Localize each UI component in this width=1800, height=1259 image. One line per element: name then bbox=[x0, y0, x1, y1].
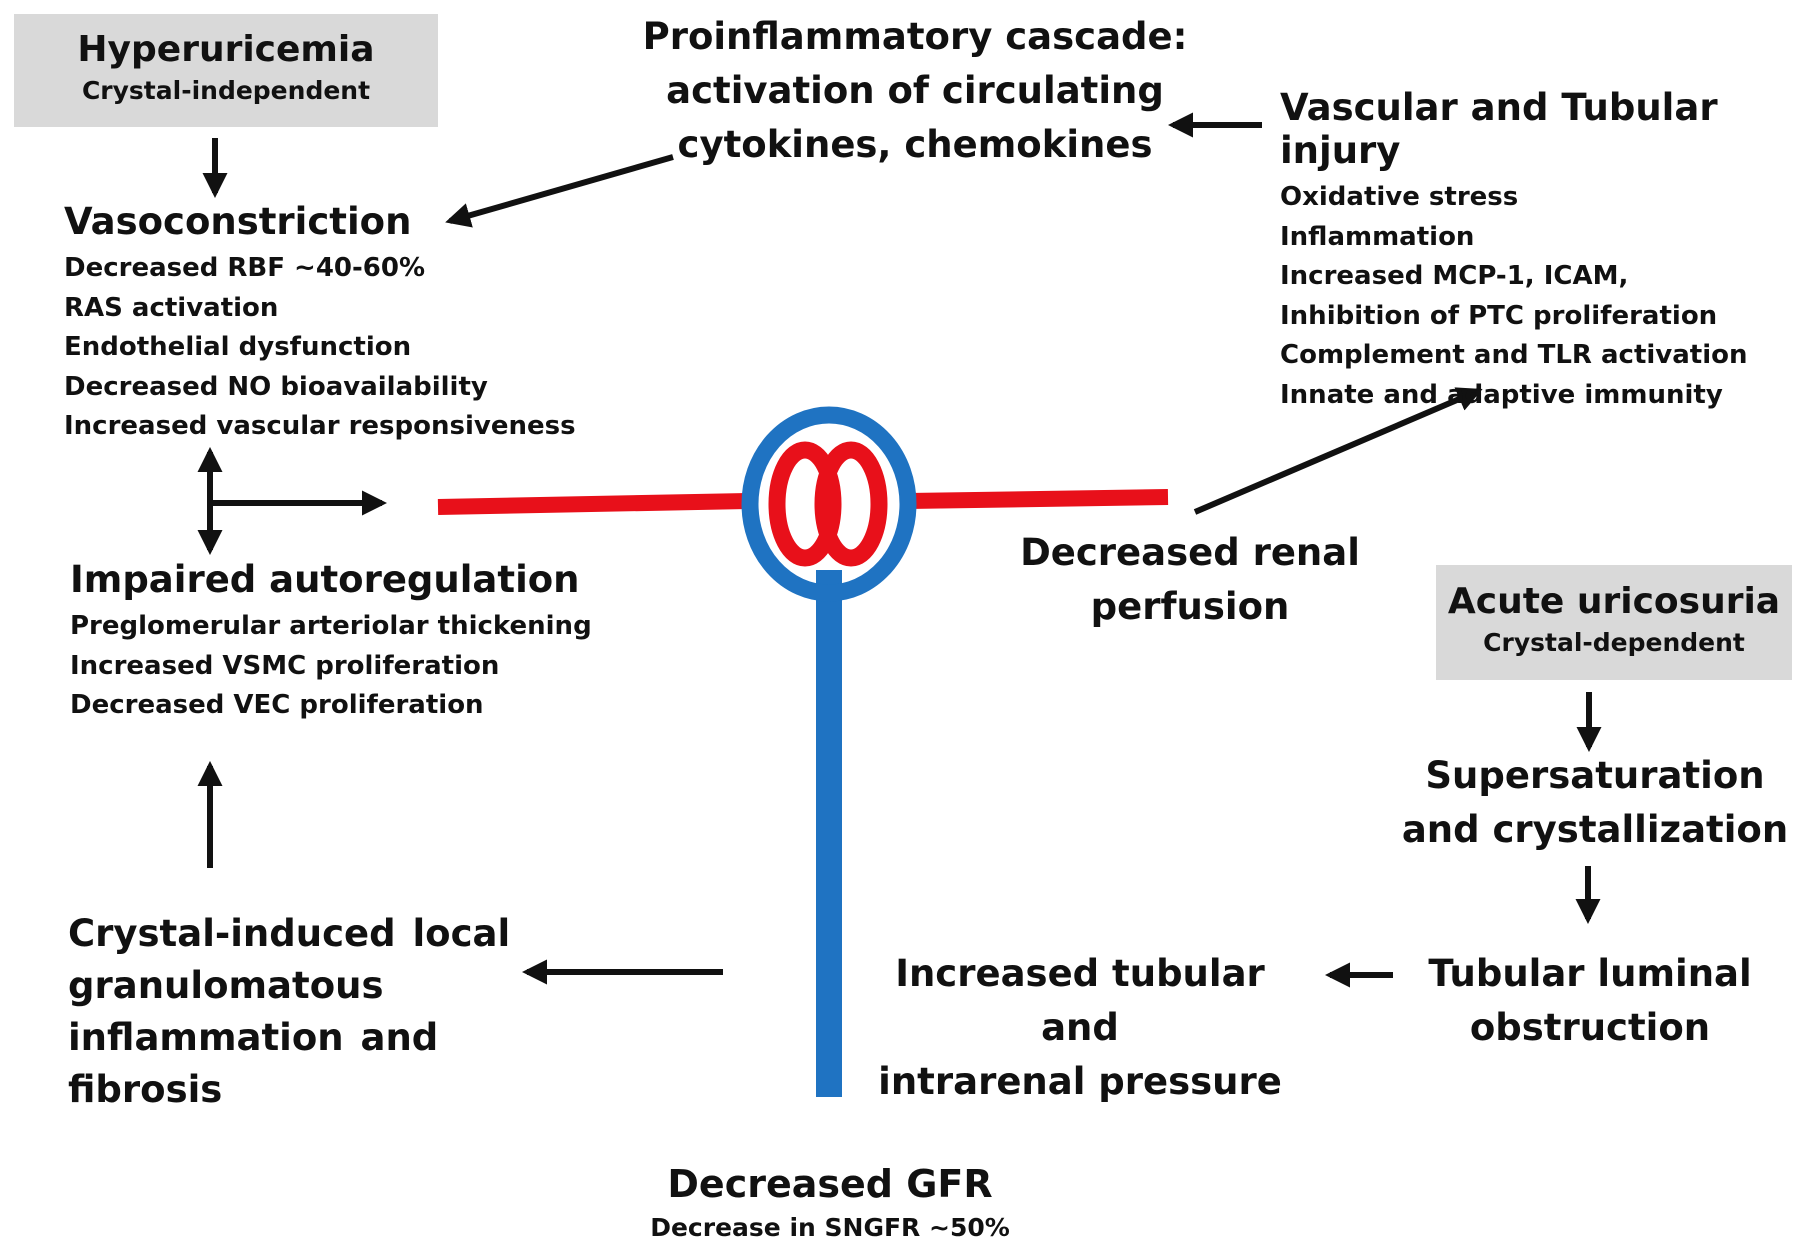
pressure-line-1: Increased tubular and bbox=[895, 952, 1265, 1049]
afferent-arteriole bbox=[437, 493, 749, 515]
perfusion-line-1: Decreased renal bbox=[1020, 531, 1360, 574]
gfr-title: Decreased GFR bbox=[667, 1162, 993, 1206]
increased-tubular-pressure: Increased tubular and intrarenal pressur… bbox=[860, 947, 1300, 1109]
decreased-renal-perfusion: Decreased renal perfusion bbox=[1010, 526, 1370, 634]
proinflammatory-line-3: cytokines, chemokines bbox=[677, 123, 1153, 166]
vasoconstriction-item: Decreased NO bioavailability bbox=[64, 371, 488, 402]
perfusion-line-2: perfusion bbox=[1090, 585, 1290, 628]
supersaturation-line-2: and crystallization bbox=[1401, 808, 1789, 851]
vasoconstriction: Vasoconstriction Decreased RBF ~40-60% R… bbox=[64, 200, 576, 447]
hyperuricemia-subtitle: Crystal-independent bbox=[81, 76, 371, 106]
gfr-subtitle: Decrease in SNGFR ~50% bbox=[650, 1213, 1010, 1242]
acute-uricosuria-box: Acute uricosuria Crystal-dependent bbox=[1436, 565, 1792, 680]
impaired-autoregulation-title: Impaired autoregulation bbox=[70, 558, 580, 601]
hyperuricemia-title: Hyperuricemia bbox=[77, 29, 375, 70]
crystal-line-1: Crystal-induced local bbox=[68, 912, 511, 955]
autoregulation-item: Preglomerular arteriolar thickening bbox=[70, 611, 592, 641]
injury-item: Innate and adaptive immunity bbox=[1280, 379, 1723, 410]
bowman-capsule bbox=[741, 406, 917, 602]
proinflammatory-cascade: Proinflammatory cascade: activation of c… bbox=[640, 10, 1190, 172]
acute-uricosuria-subtitle: Crystal-dependent bbox=[1483, 628, 1745, 658]
vasoconstriction-item: RAS activation bbox=[64, 292, 279, 323]
autoregulation-item: Increased VSMC proliferation bbox=[70, 650, 500, 681]
hyperuricemia-box: Hyperuricemia Crystal-independent bbox=[14, 14, 438, 127]
efferent-arteriole bbox=[907, 489, 1169, 509]
obstruction-line-1: Tubular luminal bbox=[1428, 952, 1752, 995]
vasoconstriction-item: Increased vascular responsiveness bbox=[64, 411, 576, 441]
supersaturation: Supersaturation and crystallization bbox=[1400, 749, 1790, 857]
vasoconstriction-item: Endothelial dysfunction bbox=[64, 332, 412, 362]
obstruction-line-2: obstruction bbox=[1469, 1006, 1711, 1049]
vasoconstriction-title: Vasoconstriction bbox=[64, 200, 412, 243]
vascular-tubular-injury: Vascular and Tubular injury Oxidative st… bbox=[1280, 86, 1800, 415]
injury-item: Oxidative stress bbox=[1280, 182, 1519, 212]
glomerular-loop-right bbox=[814, 441, 888, 567]
injury-item: Complement and TLR activation bbox=[1280, 340, 1748, 370]
vascular-tubular-injury-title: Vascular and Tubular injury bbox=[1280, 86, 1718, 172]
decreased-gfr: Decreased GFR Decrease in SNGFR ~50% bbox=[620, 1160, 1040, 1248]
pressure-line-2: intrarenal pressure bbox=[878, 1060, 1282, 1103]
vasoconstriction-item: Decreased RBF ~40-60% bbox=[64, 253, 426, 283]
autoregulation-item: Decreased VEC proliferation bbox=[70, 690, 484, 720]
glomerular-loop-left bbox=[768, 441, 842, 567]
crystal-line-3: inflammation and fibrosis bbox=[68, 1016, 439, 1111]
injury-item: Inhibition of PTC proliferation bbox=[1280, 300, 1718, 331]
proinflammatory-line-1: Proinflammatory cascade: bbox=[642, 15, 1188, 58]
acute-uricosuria-title: Acute uricosuria bbox=[1447, 581, 1781, 622]
crystal-induced-inflammation: Crystal-induced local granulomatous infl… bbox=[68, 908, 588, 1116]
arrow-perfusion-to-injury bbox=[1193, 387, 1483, 515]
crystal-line-2: granulomatous bbox=[68, 964, 384, 1007]
tubular-luminal-obstruction: Tubular luminal obstruction bbox=[1410, 947, 1770, 1055]
injury-item: Increased MCP-1, ICAM, bbox=[1280, 261, 1629, 291]
injury-item: Inflammation bbox=[1280, 221, 1475, 252]
impaired-autoregulation: Impaired autoregulation Preglomerular ar… bbox=[70, 558, 592, 726]
proinflammatory-line-2: activation of circulating bbox=[666, 69, 1164, 112]
arrow-cascade-to-vasoconstriction bbox=[445, 154, 674, 228]
supersaturation-line-1: Supersaturation bbox=[1425, 754, 1765, 797]
